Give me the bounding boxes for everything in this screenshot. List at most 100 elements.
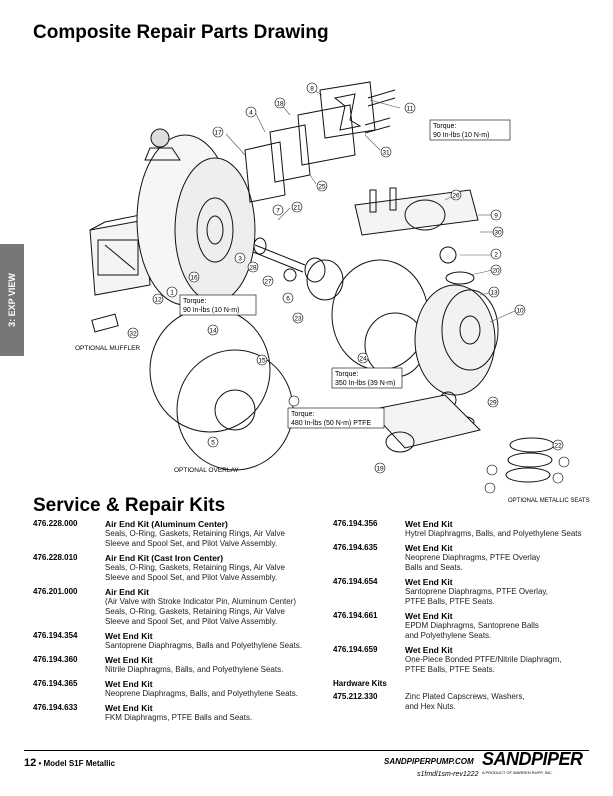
kit-number: 476.228.000 [33,519,78,528]
kit-number: 476.228.010 [33,553,78,562]
kit-row: 476.194.654 Wet End Kit Santoprene Diaph… [333,577,593,607]
torque-label-3: Torque: [335,371,358,378]
footer-page-info: 12 • Model S1F Metallic [24,757,115,769]
kit-row: 476.194.360 Wet End Kit Nitrile Diaphrag… [33,655,323,675]
callout-14: 14 [209,328,217,335]
kit-desc: Zinc Plated Capscrews, Washers, [405,692,525,701]
website-link[interactable]: SANDPIPERPUMP.COM [384,757,474,766]
revision-code: s1fmdl1sm-rev1222 [417,771,479,778]
kits-right-column: 476.194.356 Wet End Kit Hytrel Diaphragm… [333,519,593,716]
logo-subtitle: A PRODUCT OF WARREN RUPP, INC. [482,770,553,775]
callout-31: 31 [382,150,390,157]
callout-19: 19 [376,466,384,473]
callout-25: 25 [318,184,326,191]
callout-9: 9 [494,213,498,220]
torque-value-3: 350 In-lbs (39 N-m) [335,380,395,387]
kit-row: 476.194.354 Wet End Kit Santoprene Diaph… [33,631,323,651]
kit-title: Wet End Kit [405,519,453,529]
kit-row: 476.194.633 Wet End Kit FKM Diaphragms, … [33,703,323,723]
kit-number: 476.194.354 [33,631,78,640]
kit-desc: One-Piece Bonded PTFE/Nitrile Diaphragm, [405,655,562,664]
kit-desc: EPDM Diaphragms, Santoprene Balls [405,621,539,630]
kit-desc: Seals, O-Ring, Gaskets, Retaining Rings,… [105,607,285,616]
kit-row: 475.212.330 Zinc Plated Capscrews, Washe… [333,692,593,712]
callout-28: 28 [249,265,257,272]
kit-number: 476.201.000 [33,587,78,596]
callout-15: 15 [258,358,266,365]
kit-desc: FKM Diaphragms, PTFE Balls and Seats. [105,713,253,722]
callout-1: 1 [170,290,174,297]
kit-desc: Balls and Seats. [405,563,463,572]
optional-muffler-label: OPTIONAL MUFFLER [75,345,140,352]
callout-24: 24 [359,356,367,363]
kit-desc: Seals, O-Ring, Gaskets, Retaining Rings,… [105,529,285,538]
callout-32: 32 [129,331,137,338]
torque-value-4: 480 In-lbs (50 N-m) PTFE [291,420,371,427]
callout-5: 5 [211,440,215,447]
kit-row: 476.228.000 Air End Kit (Aluminum Center… [33,519,323,549]
optional-overlay-label: OPTIONAL OVERLAY [174,467,239,474]
callout-22: 22 [554,443,562,450]
kit-row: 476.201.000 Air End Kit (Air Valve with … [33,587,323,627]
callout-21: 21 [293,205,301,212]
kit-title: Air End Kit [105,587,149,597]
hardware-kits-heading: Hardware Kits [333,679,387,688]
exploded-parts-drawing: 8 18 4 11 17 31 25 26 21 7 9 30 2 20 16 … [75,81,590,504]
callout-18: 18 [276,101,284,108]
callout-2: 2 [494,252,498,259]
kit-number: 476.194.356 [333,519,378,528]
callout-7: 7 [276,208,280,215]
kit-desc: (Air Valve with Stroke Indicator Pin, Al… [105,597,297,606]
callout-8: 8 [310,86,314,93]
page-number: 12 [24,757,37,769]
callout-30: 30 [494,230,502,237]
kit-title: Wet End Kit [105,703,153,713]
kit-row: 476.194.365 Wet End Kit Neoprene Diaphra… [33,679,323,699]
kit-desc: Santoprene Diaphragms, PTFE Overlay, [405,587,549,596]
kit-desc: Sleeve and Spool Set, and Pilot Valve As… [105,573,278,582]
kit-desc: Neoprene Diaphragms, PTFE Overlay [405,553,541,562]
callout-3: 3 [238,256,242,263]
kit-title: Wet End Kit [405,611,453,621]
kit-title: Wet End Kit [105,655,153,665]
callout-10: 10 [516,308,524,315]
kit-desc: and Hex Nuts. [405,702,456,711]
kit-desc: Neoprene Diaphragms, Balls, and Polyethy… [105,689,298,698]
kit-row: 476.194.635 Wet End Kit Neoprene Diaphra… [333,543,593,573]
kit-desc: Hytrel Diaphragms, Balls, and Polyethyle… [405,529,582,538]
model-name: • Model S1F Metallic [38,759,116,768]
torque-label-4: Torque: [291,411,314,418]
kit-desc: Sleeve and Spool Set, and Pilot Valve As… [105,539,278,548]
kit-number: 476.194.635 [333,543,378,552]
callout-23: 23 [294,316,302,323]
kit-row: 476.228.010 Air End Kit (Cast Iron Cente… [33,553,323,583]
callout-6: 6 [286,296,290,303]
kit-number: 476.194.633 [33,703,78,712]
kit-number: 476.194.661 [333,611,378,620]
kit-number: 475.212.330 [333,692,378,701]
kit-number: 476.194.659 [333,645,378,654]
kit-desc: and Polyethylene Seats. [405,631,492,640]
torque-value-1: 90 In-lbs (10 N-m) [433,132,489,139]
callout-20: 20 [492,268,500,275]
torque-value-2: 90 In-lbs (10 N-m) [183,307,239,314]
callout-27: 27 [264,279,272,286]
callout-16: 16 [190,275,198,282]
kit-title: Air End Kit (Aluminum Center) [105,519,228,529]
kit-desc: PTFE Balls, PTFE Seats. [405,597,495,606]
kits-section-title: Service & Repair Kits [33,495,226,516]
kit-number: 476.194.365 [33,679,78,688]
kit-title: Wet End Kit [405,577,453,587]
footer-divider [24,750,589,751]
kit-number: 476.194.654 [333,577,378,586]
kit-title: Wet End Kit [405,543,453,553]
page-title: Composite Repair Parts Drawing [33,22,329,43]
callout-12: 12 [154,297,162,304]
kit-desc: Sleeve and Spool Set, and Pilot Valve As… [105,617,278,626]
callout-26: 26 [452,193,460,200]
side-tab-label: 3: EXP VIEW [7,273,17,327]
optional-metallic-label: OPTIONAL METALLIC SEATS [508,498,590,504]
torque-label-2: Torque: [183,298,206,305]
callout-11: 11 [407,106,414,113]
callout-13: 13 [490,290,498,297]
